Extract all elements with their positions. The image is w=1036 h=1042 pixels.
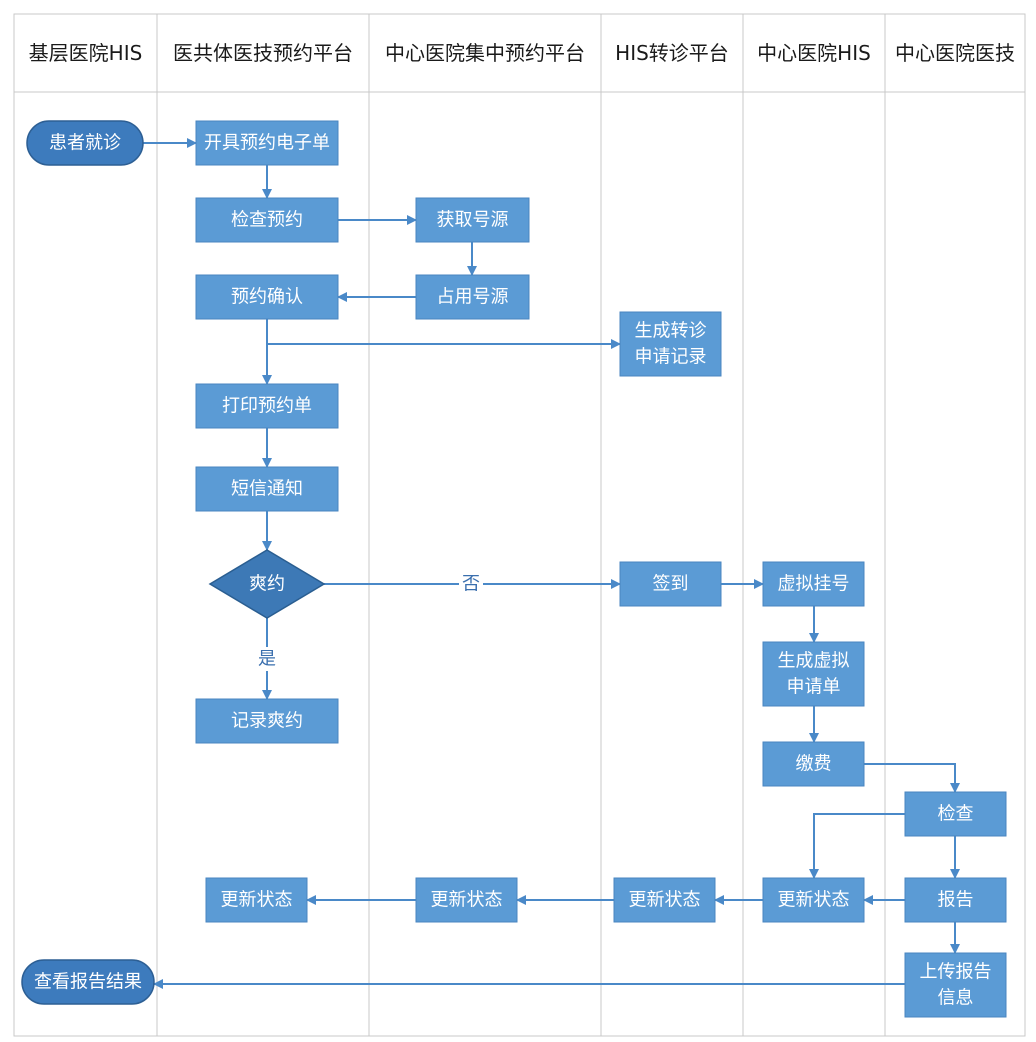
lane-header-l2: 医共体医技预约平台	[173, 41, 353, 65]
process-shape	[619, 311, 722, 377]
node-label: 更新状态	[431, 890, 503, 911]
node-label: 更新状态	[221, 890, 293, 911]
edge-n_confirm-to-n_referral_rec	[266, 319, 621, 349]
node-label: 预约确认	[231, 287, 303, 308]
node-label: 申请单	[787, 677, 841, 698]
node-label: 检查预约	[231, 210, 303, 231]
node-label: 缴费	[796, 754, 832, 775]
node-n_view: 查看报告结果	[21, 959, 155, 1005]
node-n_upd4: 更新状态	[613, 877, 716, 923]
edge-n_exam-to-n_upd5	[809, 813, 905, 879]
node-label: 记录爽约	[231, 711, 303, 732]
process-shape	[195, 698, 339, 744]
lane-header-l5: 中心医院HIS	[757, 41, 871, 65]
process-shape	[904, 791, 1007, 837]
node-label: 报告	[938, 890, 974, 911]
flow-edges: 否是	[143, 138, 960, 989]
node-n_pay: 缴费	[762, 741, 865, 787]
edge-label-bg	[459, 572, 483, 596]
node-n_check_appt: 检查预约	[195, 197, 339, 243]
node-label: 爽约	[249, 574, 285, 595]
process-shape	[762, 877, 865, 923]
node-label: 短信通知	[231, 479, 303, 500]
process-shape	[195, 120, 339, 166]
node-label: 虚拟挂号	[778, 574, 850, 595]
terminal-shape	[21, 959, 155, 1005]
lane-headers: 基层医院HIS 医共体医技预约平台 中心医院集中预约平台 HIS转诊平台 中心医院HIS…	[29, 41, 1015, 65]
node-n_upd3: 更新状态	[415, 877, 518, 923]
node-label: 打印预约单	[222, 396, 312, 417]
diagram-border	[13, 13, 1026, 1037]
node-n_confirm: 预约确认	[195, 274, 339, 320]
lane-header-l4: HIS转诊平台	[615, 41, 729, 65]
process-shape	[904, 952, 1007, 1018]
process-shape	[205, 877, 308, 923]
edge-n_pay-to-n_exam	[864, 763, 960, 793]
node-label: 患者就诊	[49, 133, 121, 154]
node-label: 生成转诊	[635, 321, 707, 342]
process-shape	[415, 197, 530, 243]
decision-shape	[208, 549, 326, 619]
node-label: 生成虚拟	[778, 651, 850, 672]
edge-label: 是	[258, 649, 276, 670]
edge-label: 否	[462, 574, 480, 595]
node-n_record_noshow: 记录爽约	[195, 698, 339, 744]
node-n_start: 患者就诊	[26, 120, 144, 166]
node-label: 获取号源	[437, 210, 509, 231]
process-shape	[619, 561, 722, 607]
process-shape	[762, 741, 865, 787]
node-label: 信息	[938, 988, 974, 1009]
node-label: 占用号源	[437, 287, 509, 308]
node-n_upd5: 更新状态	[762, 877, 865, 923]
lane-grid	[13, 13, 1026, 1037]
node-n_exam: 检查	[904, 791, 1007, 837]
node-n_signin: 签到	[619, 561, 722, 607]
node-label: 开具预约电子单	[204, 133, 330, 154]
process-shape	[415, 877, 518, 923]
lane-header-l6: 中心医院医技	[895, 41, 1015, 65]
node-n_occupy: 占用号源	[415, 274, 530, 320]
node-n_open: 开具预约电子单	[195, 120, 339, 166]
node-label: 更新状态	[778, 890, 850, 911]
process-shape	[195, 197, 339, 243]
node-label: 查看报告结果	[34, 972, 142, 993]
node-label: 申请记录	[635, 347, 707, 368]
process-shape	[762, 561, 865, 607]
node-n_report: 报告	[904, 877, 1007, 923]
node-label: 签到	[653, 574, 689, 595]
process-shape	[762, 641, 865, 707]
process-shape	[613, 877, 716, 923]
node-label: 检查	[938, 804, 974, 825]
node-n_print: 打印预约单	[195, 383, 339, 429]
process-shape	[904, 877, 1007, 923]
node-n_sms: 短信通知	[195, 466, 339, 512]
node-n_upd2: 更新状态	[205, 877, 308, 923]
lane-header-l1: 基层医院HIS	[29, 41, 143, 65]
terminal-shape	[26, 120, 144, 166]
process-shape	[195, 274, 339, 320]
node-n_get_source: 获取号源	[415, 197, 530, 243]
node-label: 更新状态	[629, 890, 701, 911]
node-n_noshow: 爽约	[208, 549, 326, 619]
edge-label-bg	[255, 647, 279, 671]
node-label: 上传报告	[920, 962, 992, 983]
process-shape	[195, 466, 339, 512]
process-shape	[415, 274, 530, 320]
process-shape	[195, 383, 339, 429]
node-n_virtual_reg: 虚拟挂号	[762, 561, 865, 607]
lane-header-l3: 中心医院集中预约平台	[385, 41, 585, 65]
